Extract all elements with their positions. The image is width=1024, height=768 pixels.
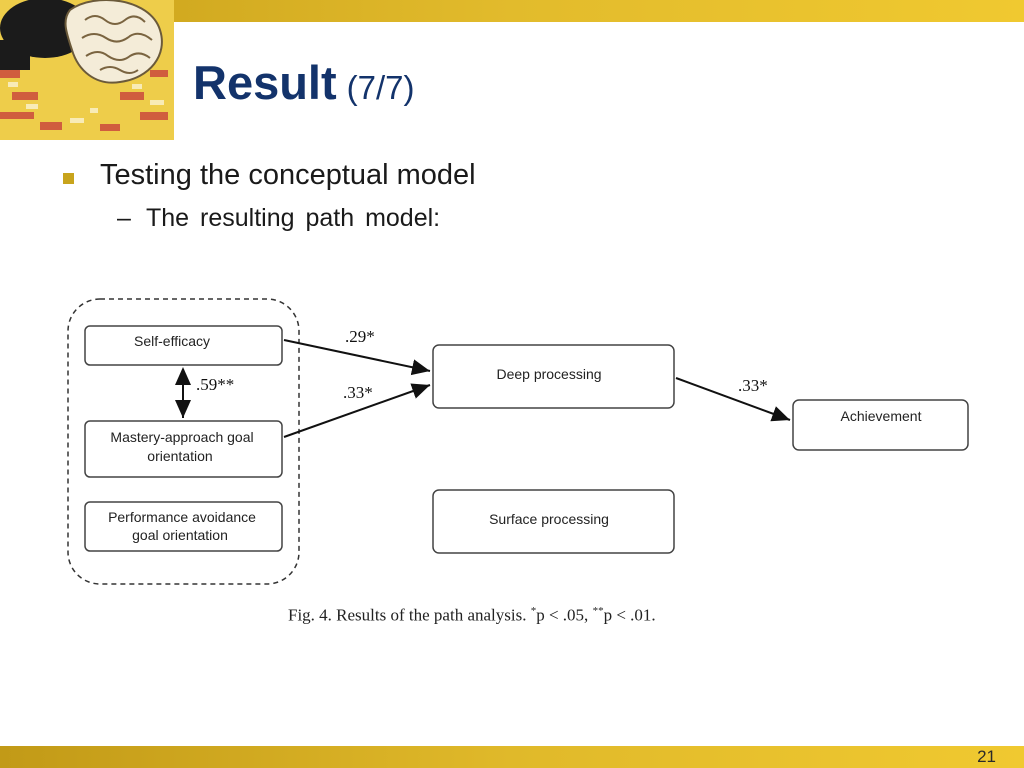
node-surface-processing-label: Surface processing bbox=[489, 511, 609, 527]
node-mastery-approach: Mastery-approach goal orientation bbox=[84, 420, 283, 478]
node-deep-processing: Deep processing bbox=[432, 344, 675, 409]
caption-sig1-text: p < .05, bbox=[536, 605, 589, 625]
node-performance-avoidance: Performance avoidance goal orientation bbox=[84, 501, 283, 552]
node-self-efficacy: Self-efficacy bbox=[84, 325, 283, 366]
brain-logo-image bbox=[0, 0, 174, 140]
path-arrow-deep-achievement bbox=[675, 377, 791, 422]
correlation-coef: .59** bbox=[196, 375, 234, 394]
header-bar bbox=[0, 0, 1024, 22]
path-arrow-mastery-deep bbox=[283, 383, 431, 438]
node-deep-processing-label: Deep processing bbox=[496, 366, 601, 382]
caption-sig2-mark: ** bbox=[592, 605, 604, 617]
node-mastery-label-line2: orientation bbox=[147, 448, 212, 464]
footer-bar bbox=[0, 746, 1024, 768]
slide-title: Result(7/7) bbox=[193, 55, 415, 110]
path-coef-mastery-deep: .33* bbox=[343, 383, 373, 402]
node-self-efficacy-label: Self-efficacy bbox=[134, 333, 210, 349]
sub-bullet-text: The resulting path model: bbox=[146, 204, 441, 232]
node-surface-processing: Surface processing bbox=[432, 489, 675, 554]
page-number: 21 bbox=[977, 747, 996, 766]
caption-sig2-text: p < .01. bbox=[603, 605, 656, 625]
node-achievement: Achievement bbox=[792, 399, 969, 451]
path-coef-selfefficacy-deep: .29* bbox=[345, 327, 375, 346]
node-performance-label-line2: goal orientation bbox=[132, 527, 228, 543]
title-page-indicator: (7/7) bbox=[346, 69, 415, 106]
bullet-text: Testing the conceptual model bbox=[100, 159, 476, 191]
sub-bullet-dash: – bbox=[117, 204, 131, 232]
figure-caption: Fig. 4. Results of the path analysis. *p… bbox=[288, 605, 656, 626]
node-mastery-label-line1: Mastery-approach goal bbox=[110, 429, 253, 445]
node-performance-label-line1: Performance avoidance bbox=[108, 509, 256, 525]
node-achievement-label: Achievement bbox=[841, 408, 922, 424]
path-coef-deep-achievement: .33* bbox=[738, 376, 768, 395]
caption-sig1-mark: * bbox=[530, 605, 537, 617]
caption-prefix: Fig. 4. Results of the path analysis. bbox=[288, 605, 527, 625]
predictor-group-box bbox=[67, 298, 300, 585]
title-main: Result bbox=[193, 56, 337, 109]
path-arrow-selfefficacy-deep bbox=[283, 339, 431, 376]
bullet-square-icon bbox=[63, 173, 74, 184]
